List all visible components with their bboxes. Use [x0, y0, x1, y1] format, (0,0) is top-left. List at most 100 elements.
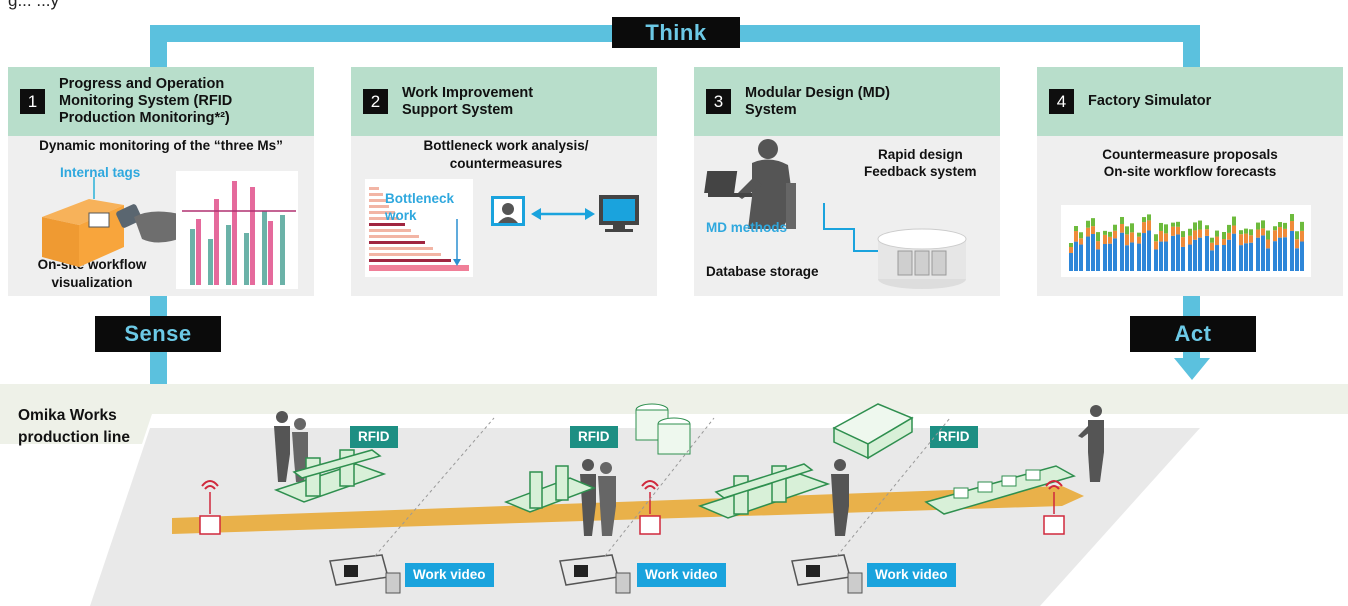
panel-progress-monitoring: 1 Progress and Operation Monitoring Syst… — [8, 67, 314, 296]
rfid-label: RFID — [930, 426, 978, 448]
sim-bar-segment — [1266, 230, 1270, 240]
sim-bar-segment — [1164, 233, 1168, 242]
sim-bar-segment — [1142, 222, 1146, 234]
sim-bar-segment — [1154, 249, 1158, 271]
sim-bar-segment — [1188, 228, 1192, 236]
sim-bar-segment — [1086, 227, 1090, 237]
sim-bar-segment — [1266, 248, 1270, 271]
worker-monitor-icon — [491, 196, 525, 226]
sim-bar-segment — [1256, 222, 1260, 230]
feedback-system-text: Feedback system — [864, 164, 977, 179]
sim-bar-segment — [1215, 230, 1219, 237]
sim-bar-segment — [1171, 226, 1175, 236]
panel-subtitle: Bottleneck work analysis/ countermeasure… — [423, 138, 589, 171]
sim-bar-segment — [1074, 241, 1078, 271]
database-icon — [877, 228, 967, 289]
sim-bar-segment — [1086, 220, 1090, 228]
sim-bar-segment — [1074, 226, 1078, 232]
sim-bar-segment — [1159, 230, 1163, 242]
sim-bar-segment — [1079, 244, 1083, 271]
rfid-box-illustration — [42, 177, 184, 267]
work-video-label: Work video — [867, 563, 956, 587]
rfid-label: RFID — [570, 426, 618, 448]
sim-bar-segment — [1193, 239, 1197, 271]
sim-bar-segment — [1091, 234, 1095, 271]
sim-bar-segment — [1210, 237, 1214, 243]
monitoring-chart — [176, 171, 298, 289]
camera-icon — [791, 554, 863, 594]
sim-bar-segment — [1232, 233, 1236, 271]
worker-icon — [831, 459, 849, 536]
sim-bar-segment — [1137, 232, 1141, 237]
sim-bar-segment — [1113, 238, 1117, 271]
sim-bar-segment — [1266, 239, 1270, 249]
sim-bar-segment — [1069, 253, 1073, 271]
sim-bar-segment — [1164, 224, 1168, 234]
sim-bar-segment — [1103, 230, 1107, 235]
rfid-reader-icon — [199, 480, 221, 535]
sim-bar-segment — [1188, 244, 1192, 271]
sim-bar-segment — [1154, 234, 1158, 242]
panel-header: 1 Progress and Operation Monitoring Syst… — [8, 67, 314, 136]
database-storage-text: Database storage — [706, 264, 819, 279]
countermeasure-text: Countermeasure proposals — [1102, 147, 1278, 162]
sim-bar-segment — [1205, 235, 1209, 271]
sim-bar-segment — [1244, 228, 1248, 234]
sim-bar-segment — [1222, 244, 1226, 271]
panel-work-improvement: 2 Work Improvement Support System Bottle… — [351, 67, 657, 296]
sim-bar-segment — [1239, 245, 1243, 271]
panel-number: 3 — [706, 89, 731, 114]
sim-bar-segment — [1227, 224, 1231, 233]
worker-icon — [1078, 405, 1104, 482]
think-pipe-right — [1183, 25, 1200, 67]
sim-bar-segment — [1244, 243, 1248, 271]
rfid-label: RFID — [350, 426, 398, 448]
chart-bars — [190, 181, 285, 285]
sim-bar-segment — [1181, 231, 1185, 238]
panel-title: Progress and Operation Monitoring System… — [59, 76, 233, 126]
sim-bar-segment — [1193, 230, 1197, 240]
sim-bar-segment — [1154, 241, 1158, 250]
sim-bar-segment — [1142, 217, 1146, 223]
work-video-label: Work video — [637, 563, 726, 587]
sim-bar-segment — [1239, 230, 1243, 235]
sim-bar-segment — [1069, 247, 1073, 253]
sim-bar-segment — [1227, 239, 1231, 271]
sim-bar-segment — [1222, 238, 1226, 245]
sim-bar-segment — [1278, 237, 1282, 271]
sim-bar-segment — [1164, 241, 1168, 271]
sim-bar-segment — [1091, 226, 1095, 235]
panel-number: 2 — [363, 89, 388, 114]
sim-bar-segment — [1147, 220, 1151, 231]
panel-factory-simulator: 4 Factory Simulator Countermeasure propo… — [1037, 67, 1343, 296]
sim-bar-segment — [1295, 248, 1299, 271]
sim-bar-segment — [1278, 227, 1282, 238]
sim-bar-segment — [1210, 242, 1214, 251]
sim-bar-segment — [1130, 242, 1134, 271]
workflow-visualization-caption: On-site workflow visualization — [37, 257, 147, 290]
sim-bar-segment — [1096, 241, 1100, 250]
sim-bar-segment — [1283, 222, 1287, 229]
sim-bar-segment — [1108, 236, 1112, 244]
panel-modular-design: 3 Modular Design (MD) System Rapid desig… — [694, 67, 1000, 296]
work-video-label: Work video — [405, 563, 494, 587]
sim-bar-segment — [1108, 231, 1112, 237]
camera-icon — [329, 554, 401, 594]
sim-bar-segment — [1261, 220, 1265, 229]
sim-bar-segment — [1125, 234, 1129, 246]
sim-bar-segment — [1249, 242, 1253, 271]
sim-bar-segment — [1159, 222, 1163, 231]
conveyor-icon — [924, 465, 1076, 515]
panel-number: 1 — [20, 89, 45, 114]
sim-bar-segment — [1273, 241, 1277, 271]
sim-bar-segment — [1215, 236, 1219, 246]
sim-bar-segment — [1171, 235, 1175, 271]
sim-bar-segment — [1120, 216, 1124, 224]
sim-bar-segment — [1232, 225, 1236, 234]
think-pipe-left — [150, 25, 167, 67]
sim-bar-segment — [1261, 235, 1265, 271]
panel-subtitle: Dynamic monitoring of the “three Ms” — [39, 138, 283, 153]
sim-bar-segment — [1147, 214, 1151, 221]
panel-number: 4 — [1049, 89, 1074, 114]
sim-bar-segment — [1079, 238, 1083, 245]
